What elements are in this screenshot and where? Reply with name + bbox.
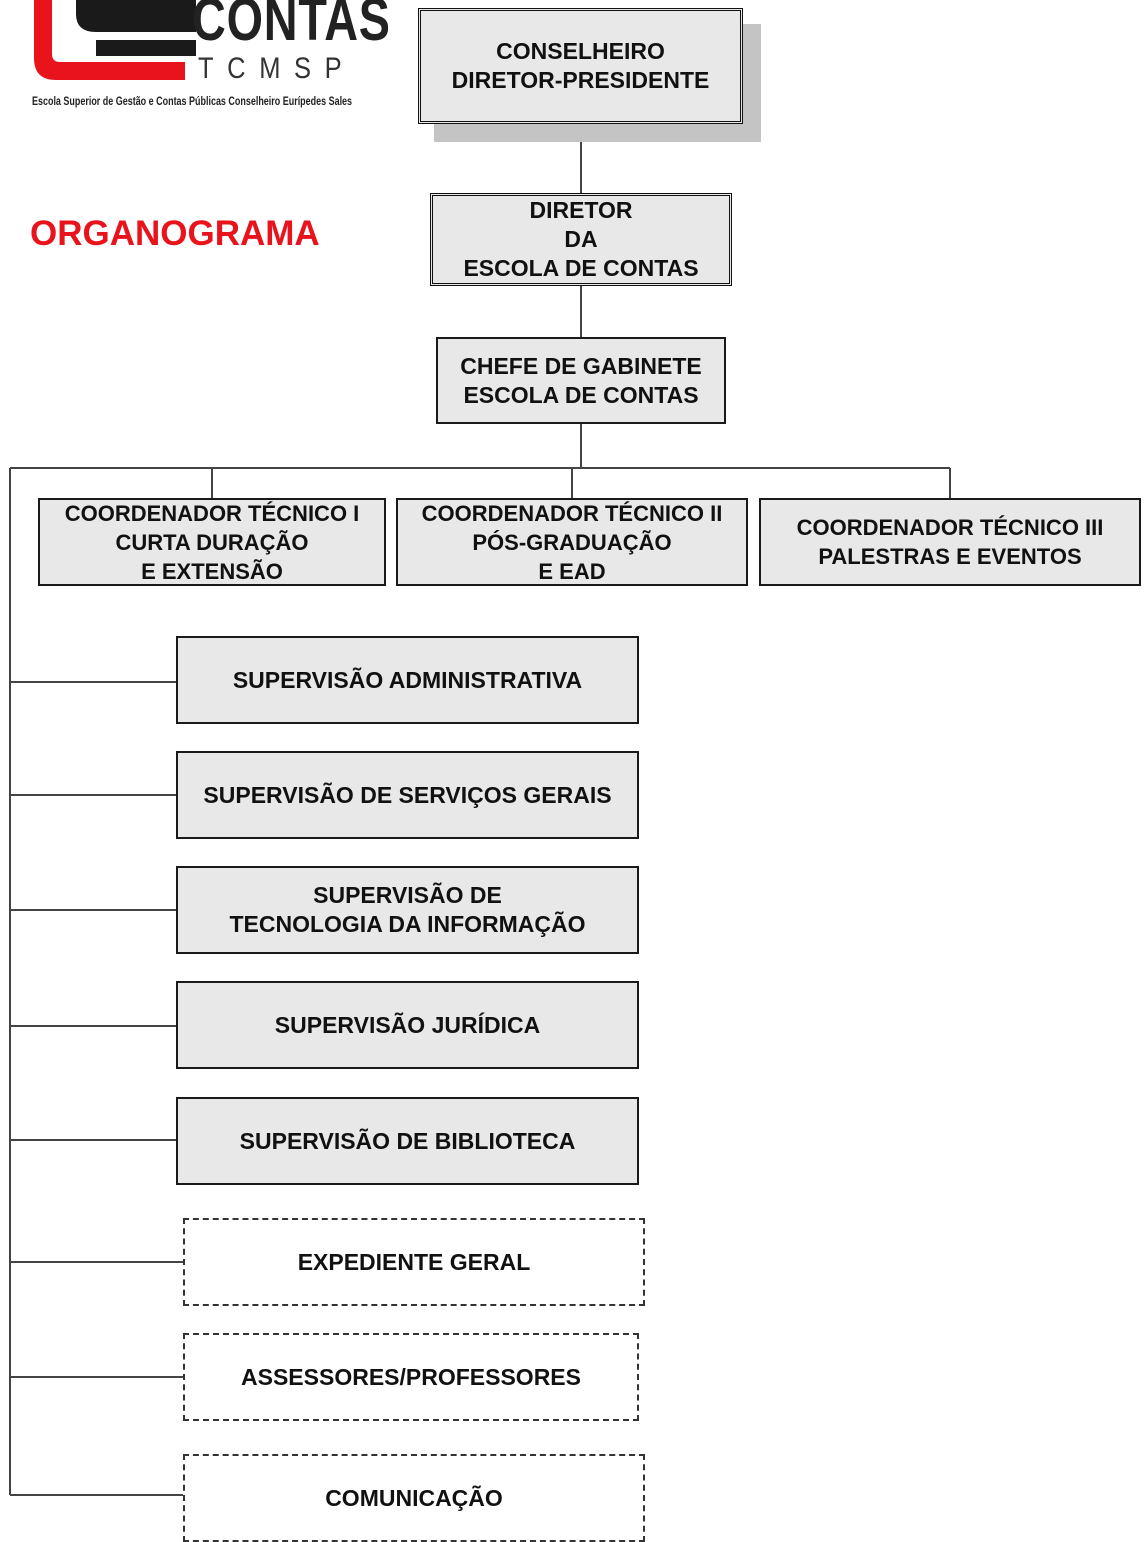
diretor-line2: DA xyxy=(564,226,598,252)
logo-mark xyxy=(34,0,196,80)
sup-admin-label: SUPERVISÃO ADMINISTRATIVA xyxy=(232,666,583,693)
box-diretor: DIRETOR DA ESCOLA DE CONTAS xyxy=(430,193,732,286)
coord2-line3: E EAD xyxy=(538,558,606,584)
box-coordenador-3: COORDENADOR TÉCNICO III PALESTRAS E EVEN… xyxy=(759,498,1141,586)
box-conselheiro: CONSELHEIRO DIRETOR-PRESIDENTE xyxy=(418,8,743,124)
conselheiro-line2: DIRETOR-PRESIDENTE xyxy=(451,67,710,93)
sup-juridica-label: SUPERVISÃO JURÍDICA xyxy=(274,1011,541,1038)
logo-tcmsp: TCMSP xyxy=(198,52,356,85)
box-supervisao-servicos-gerais: SUPERVISÃO DE SERVIÇOS GERAIS xyxy=(176,751,639,839)
box-supervisao-juridica: SUPERVISÃO JURÍDICA xyxy=(176,981,639,1069)
comunicacao-label: COMUNICAÇÃO xyxy=(325,1484,503,1511)
coord1-line1: COORDENADOR TÉCNICO I xyxy=(64,500,360,526)
box-supervisao-biblioteca: SUPERVISÃO DE BIBLIOTECA xyxy=(176,1097,639,1185)
coord3-line1: COORDENADOR TÉCNICO III xyxy=(796,515,1104,540)
sup-ti-line1: SUPERVISÃO DE xyxy=(313,882,502,908)
box-coordenador-2: COORDENADOR TÉCNICO II PÓS-GRADUAÇÃO E E… xyxy=(396,498,748,586)
expediente-label: EXPEDIENTE GERAL xyxy=(297,1248,531,1275)
page-title: ORGANOGRAMA xyxy=(30,214,320,253)
box-supervisao-ti: SUPERVISÃO DE TECNOLOGIA DA INFORMAÇÃO xyxy=(176,866,639,954)
box-supervisao-administrativa: SUPERVISÃO ADMINISTRATIVA xyxy=(176,636,639,724)
logo-caption: Escola Superior de Gestão e Contas Públi… xyxy=(32,96,353,108)
coord2-line2: PÓS-GRADUAÇÃO xyxy=(472,529,672,555)
chefe-line1: CHEFE DE GABINETE xyxy=(460,352,702,379)
logo-word: CONTAS xyxy=(192,0,391,53)
coord1-line2: CURTA DURAÇÃO xyxy=(115,529,309,555)
diretor-line1: DIRETOR xyxy=(529,197,633,223)
coord3-line2: PALESTRAS E EVENTOS xyxy=(818,544,1082,569)
box-chefe-gabinete: CHEFE DE GABINETE ESCOLA DE CONTAS xyxy=(436,337,726,424)
chefe-line2: ESCOLA DE CONTAS xyxy=(463,381,699,408)
sup-servicos-label: SUPERVISÃO DE SERVIÇOS GERAIS xyxy=(203,781,612,808)
box-assessores-professores: ASSESSORES/PROFESSORES xyxy=(183,1333,639,1421)
box-comunicacao: COMUNICAÇÃO xyxy=(183,1454,645,1542)
coord1-line3: E EXTENSÃO xyxy=(141,558,283,584)
sup-ti-line2: TECNOLOGIA DA INFORMAÇÃO xyxy=(229,911,586,937)
conselheiro-line1: CONSELHEIRO xyxy=(496,38,665,64)
box-expediente-geral: EXPEDIENTE GERAL xyxy=(183,1218,645,1306)
assessores-label: ASSESSORES/PROFESSORES xyxy=(241,1363,581,1390)
coord2-line1: COORDENADOR TÉCNICO II xyxy=(421,500,723,526)
logo: CONTAS TCMSP Escola Superior de Gestão e… xyxy=(0,0,400,130)
sup-biblioteca-label: SUPERVISÃO DE BIBLIOTECA xyxy=(239,1127,576,1154)
box-coordenador-1: COORDENADOR TÉCNICO I CURTA DURAÇÃO E EX… xyxy=(38,498,386,586)
diretor-line3: ESCOLA DE CONTAS xyxy=(463,255,699,281)
